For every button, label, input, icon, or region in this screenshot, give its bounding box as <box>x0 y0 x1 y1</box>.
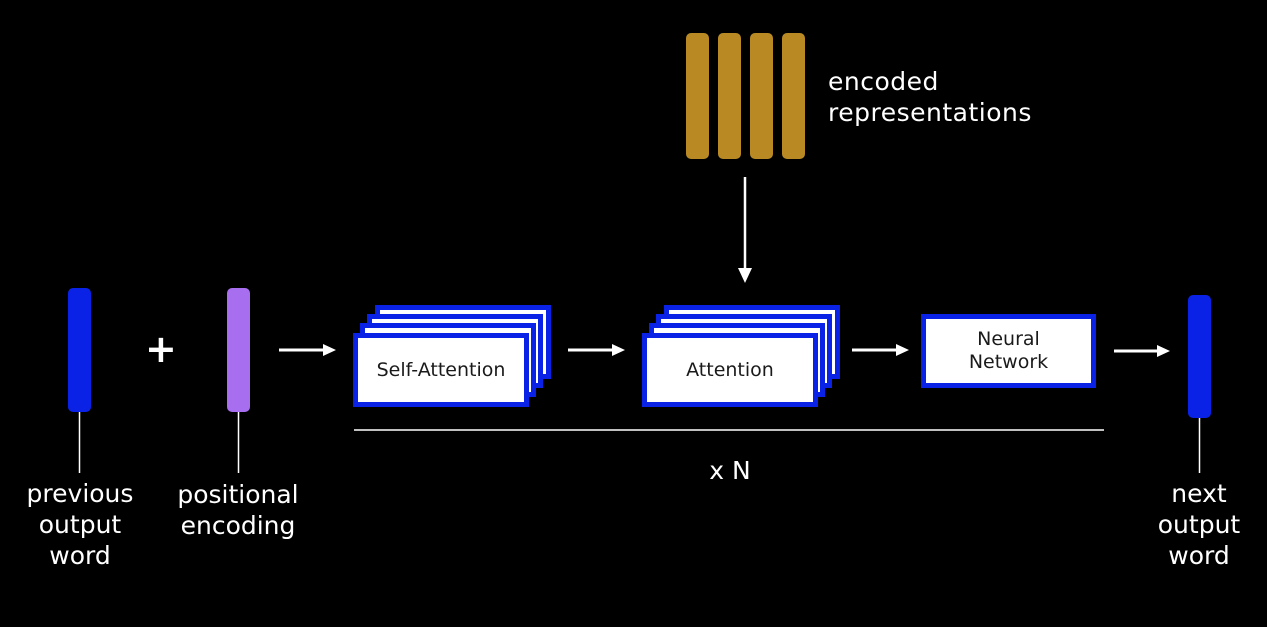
self-attention-label: Self-Attention <box>376 358 506 381</box>
right-arrow-icon <box>852 344 909 356</box>
down-arrow-icon <box>738 177 752 283</box>
attention-stack <box>642 305 840 407</box>
self-attention-box <box>353 333 529 407</box>
plus-operator: + <box>145 327 177 371</box>
encoded-vector <box>750 33 773 159</box>
encoded-representations-label: encoded representations <box>828 67 1032 127</box>
previous-word-vector <box>68 288 91 412</box>
next-word-vector <box>1188 295 1211 418</box>
previous-output-word-label: previous output word <box>26 479 134 570</box>
encoded-representations-vectors <box>686 33 805 159</box>
self-attention-stack <box>353 305 551 407</box>
right-arrow-icon <box>568 344 625 356</box>
encoded-vector <box>782 33 805 159</box>
repeat-label: x N <box>709 456 751 485</box>
positional-encoding-vector <box>227 288 250 412</box>
encoded-vector <box>718 33 741 159</box>
encoded-vector <box>686 33 709 159</box>
neural-network-box <box>921 314 1096 388</box>
positional-encoding-label: positional encoding <box>177 480 299 540</box>
neural-network-label: Neural Network <box>968 328 1049 373</box>
attention-label: Attention <box>686 358 774 381</box>
right-arrow-icon <box>1114 345 1170 357</box>
right-arrow-icon <box>279 344 336 356</box>
attention-box <box>642 333 818 407</box>
next-output-word-label: next output word <box>1157 479 1241 570</box>
